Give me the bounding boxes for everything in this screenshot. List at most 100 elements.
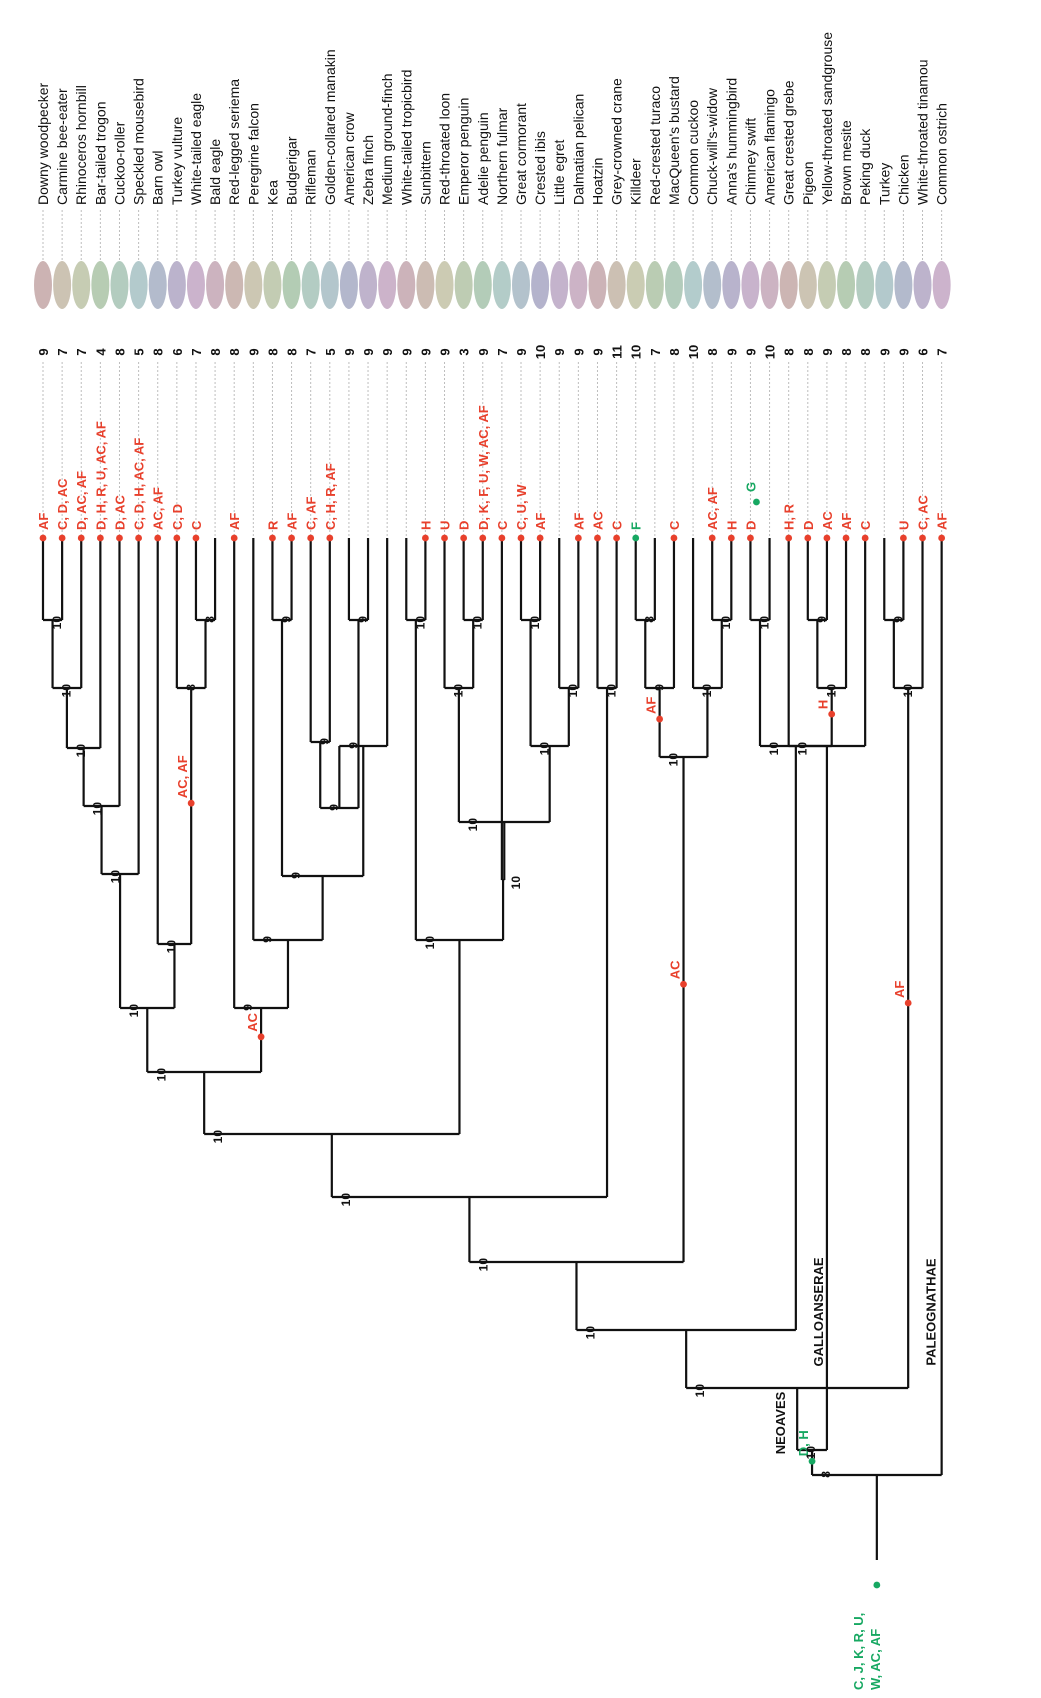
character-dot — [192, 534, 200, 542]
species-score: 3 — [457, 348, 472, 355]
character-dot — [574, 534, 582, 542]
node-character-label: AF — [892, 981, 907, 998]
support-value: 9 — [289, 872, 303, 879]
species-score: 9 — [514, 348, 529, 355]
support-value: 10 — [700, 684, 714, 698]
bird-illustration — [837, 261, 856, 309]
clade-label-neoaves: NEOAVES — [773, 1391, 788, 1454]
clade-label-galloanserae: GALLOANSERAE — [811, 1257, 826, 1366]
tip-character-label: AC — [820, 511, 835, 530]
species-label: Dalmatian pelican — [570, 94, 586, 205]
character-dot — [785, 534, 793, 542]
species-label: Cuckoo-roller — [111, 121, 127, 205]
bird-illustration — [110, 261, 129, 309]
support-value: 10 — [423, 936, 437, 950]
character-dot — [680, 980, 687, 988]
species-score: 9 — [476, 348, 491, 355]
tip-character-label: G — [743, 482, 758, 492]
character-dot — [422, 534, 429, 542]
bird-illustration — [225, 261, 244, 309]
character-dot — [460, 534, 468, 542]
bird-illustration — [263, 261, 282, 309]
species-label: Golden-collared manakin — [322, 49, 338, 205]
bird-illustration — [320, 261, 339, 309]
support-value: 10 — [528, 616, 542, 630]
species-score: 7 — [189, 348, 204, 355]
species-label: Northern fulmar — [494, 107, 510, 205]
species-score: 6 — [170, 348, 185, 355]
species-score: 7 — [74, 348, 89, 355]
species-label: Bar-tailed trogon — [92, 101, 108, 205]
character-dot — [517, 534, 525, 542]
species-label: Brown mesite — [838, 120, 854, 205]
support-value: 8 — [643, 616, 657, 623]
species-score: 9 — [724, 348, 739, 355]
bird-illustration — [588, 261, 607, 309]
species-label: Pigeon — [800, 161, 816, 205]
species-score: 9 — [246, 348, 261, 355]
species-label: Turkey vulture — [169, 117, 185, 205]
species-label: Zebra finch — [360, 135, 376, 205]
species-score: 9 — [438, 348, 453, 355]
species-label: Red-throated loon — [437, 93, 453, 205]
tip-character-label: C — [189, 520, 204, 530]
support-value: 10 — [604, 684, 618, 698]
character-dot — [656, 715, 664, 723]
bird-illustration — [607, 261, 626, 309]
species-label: Barn owl — [150, 151, 166, 205]
clade-label-paleognathae: PALEOGNATHAE — [924, 1258, 939, 1365]
character-dot — [479, 534, 487, 542]
support-value: 8 — [203, 616, 217, 623]
root-character-label: C, J, K, R, U, — [851, 1613, 866, 1690]
bird-illustration — [703, 261, 722, 309]
tip-character-label: C, D, AC — [55, 478, 70, 530]
species-label: Budgerigar — [284, 136, 300, 205]
support-value: 10 — [50, 616, 64, 630]
species-score: 7 — [304, 348, 319, 355]
character-dot — [613, 534, 620, 542]
bird-illustration — [569, 261, 588, 309]
species-score: 9 — [36, 348, 51, 355]
character-dot — [154, 534, 162, 542]
species-score: 8 — [839, 348, 854, 355]
species-label: Carmine bee-eater — [54, 88, 70, 205]
species-score: 9 — [380, 348, 395, 355]
bird-illustration — [645, 261, 664, 309]
node-character-label: AC, AF — [175, 755, 190, 798]
support-value: 10 — [693, 1384, 707, 1398]
species-score: 10 — [533, 345, 548, 359]
character-dot — [288, 534, 295, 542]
species-score: 10 — [763, 345, 778, 359]
bird-illustration — [378, 261, 397, 309]
species-score: 8 — [858, 348, 873, 355]
bird-illustration — [913, 261, 932, 309]
character-dot — [900, 534, 907, 542]
character-dot — [187, 799, 195, 807]
species-label: MacQueen's bustard — [666, 76, 682, 205]
species-score: 7 — [648, 348, 663, 355]
character-dot — [753, 498, 760, 506]
bird-illustration — [722, 261, 741, 309]
tip-character-label: F — [629, 522, 644, 530]
tip-character-label: U — [438, 521, 453, 530]
support-value: 9 — [652, 684, 666, 691]
species-label: Peking duck — [857, 128, 873, 205]
bird-illustration — [817, 261, 836, 309]
bird-illustration — [34, 261, 52, 309]
bird-illustration — [359, 261, 378, 309]
bird-illustration — [626, 261, 645, 309]
tip-character-label: AC, AF — [705, 487, 720, 530]
bird-illustration — [416, 261, 435, 309]
bird-illustration — [454, 261, 473, 309]
species-score: 8 — [705, 348, 720, 355]
species-score: 8 — [112, 348, 127, 355]
support-value: 10 — [796, 742, 810, 756]
character-dot — [804, 534, 812, 542]
support-value: 10 — [901, 684, 915, 698]
bird-illustration — [301, 261, 320, 309]
leaf-guides — [42, 210, 943, 538]
bird-illustration — [473, 261, 492, 309]
character-dot — [96, 534, 104, 542]
species-score: 7 — [935, 348, 950, 355]
